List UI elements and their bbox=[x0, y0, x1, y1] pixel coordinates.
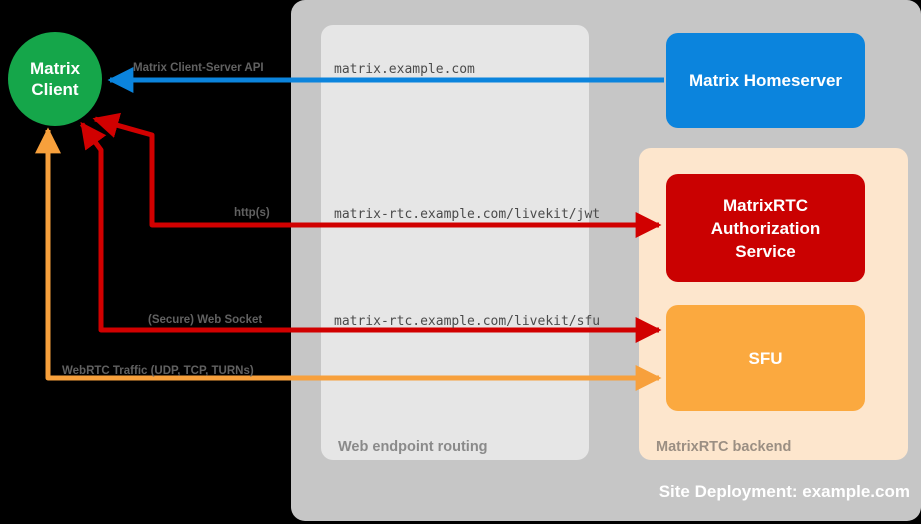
node-auth-label-line3: Service bbox=[735, 241, 796, 261]
edge-label-webrtc: WebRTC Traffic (UDP, TCP, TURNs) bbox=[62, 365, 254, 377]
endpoint-label-matrix-domain: matrix.example.com bbox=[334, 62, 475, 77]
node-matrix-homeserver[interactable]: Matrix Homeserver bbox=[666, 33, 865, 128]
container-matrixrtc-backend-label: MatrixRTC backend bbox=[656, 439, 792, 455]
node-auth-label-line1: MatrixRTC bbox=[722, 195, 808, 215]
node-matrix-client-label-line2: Client bbox=[31, 80, 79, 99]
node-sfu[interactable]: SFU bbox=[666, 305, 865, 411]
container-site-deployment-label: Site Deployment: example.com bbox=[658, 482, 910, 501]
endpoint-label-livekit-jwt: matrix-rtc.example.com/livekit/jwt bbox=[334, 207, 601, 222]
edge-label-websocket: (Secure) Web Socket bbox=[148, 314, 263, 326]
edge-label-https: http(s) bbox=[234, 207, 270, 219]
node-sfu-label: SFU bbox=[748, 348, 783, 368]
node-matrix-homeserver-label: Matrix Homeserver bbox=[688, 71, 843, 90]
node-auth-label-line2: Authorization bbox=[710, 218, 821, 238]
node-matrix-client-label-line1: Matrix bbox=[29, 59, 81, 78]
edge-webrtc bbox=[35, 127, 662, 391]
node-matrixrtc-authorization-service[interactable]: MatrixRTC Authorization Service bbox=[666, 174, 865, 282]
edge-label-cs-api: Matrix Client-Server API bbox=[133, 62, 264, 74]
node-matrix-client[interactable]: Matrix Client bbox=[8, 32, 102, 126]
container-web-endpoint-routing-label: Web endpoint routing bbox=[338, 439, 488, 455]
endpoint-label-livekit-sfu: matrix-rtc.example.com/livekit/sfu bbox=[334, 314, 601, 329]
